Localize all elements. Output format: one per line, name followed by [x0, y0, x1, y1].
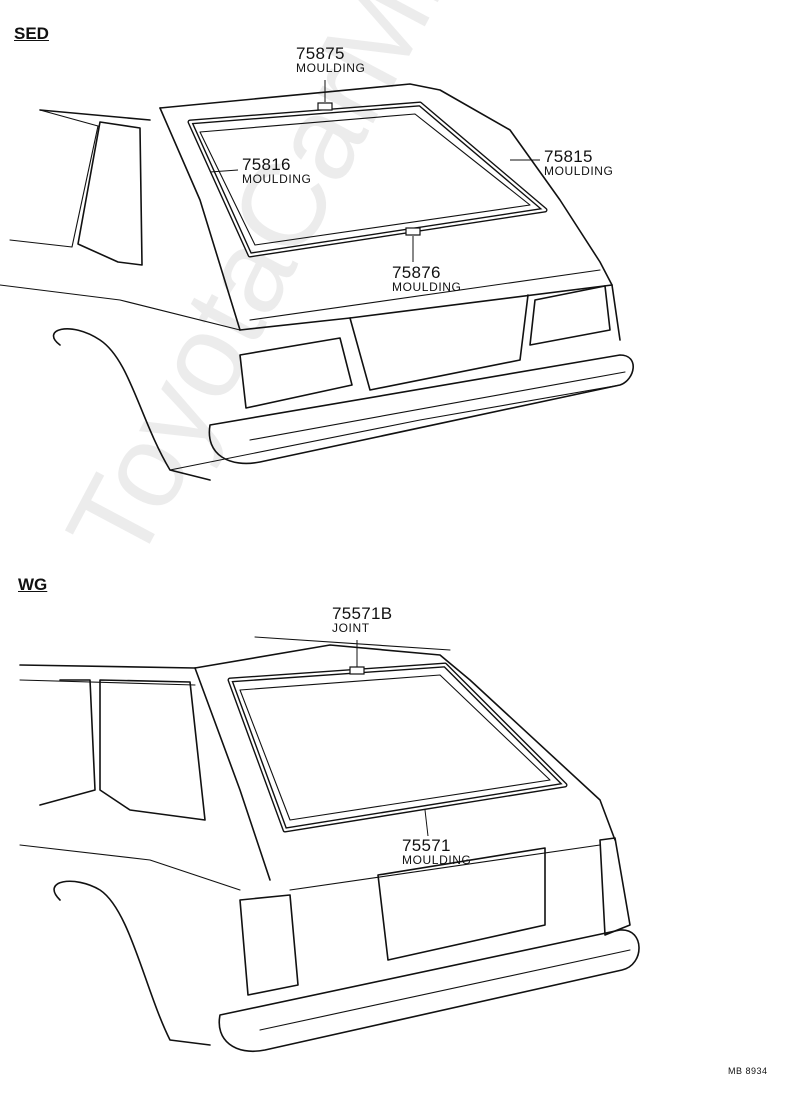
callout-75876: 75876 MOULDING — [392, 264, 461, 293]
wg-top-joint — [349, 666, 365, 675]
sed-back-window-glass — [199, 113, 531, 246]
leader-75571 — [424, 809, 429, 837]
wg-back-window-glass — [239, 674, 551, 821]
part-number: 75815 — [544, 147, 593, 166]
sed-roof-outline — [159, 83, 613, 286]
wg-tailgate-lower — [289, 844, 601, 891]
sed-tail-light-left — [239, 337, 353, 409]
wg-back-window-moulding-inner — [228, 663, 567, 832]
part-number: 75876 — [392, 263, 441, 282]
section-sed: SED — [14, 24, 49, 43]
sedan-drawing — [0, 80, 634, 481]
wg-roof-side-lower — [19, 679, 196, 686]
wagon-drawing — [19, 636, 640, 1052]
part-name: MOULDING — [402, 853, 472, 867]
wg-roof-outline — [194, 644, 616, 841]
sed-pillar-left — [159, 107, 241, 331]
sed-side-window-rear — [77, 121, 143, 266]
wg-rear-fender — [53, 880, 211, 1046]
sed-rear-fender — [52, 328, 211, 481]
reference-code: MB 8934 — [728, 1066, 768, 1076]
callout-75571b: 75571B JOINT — [332, 605, 392, 634]
wg-belt-line — [19, 844, 241, 891]
part-name: JOINT — [332, 621, 370, 635]
section-wg: WG — [18, 575, 48, 594]
wg-bumper-line — [259, 949, 631, 1031]
wg-side-window-mid — [39, 679, 96, 806]
wg-tail-light-left — [239, 894, 299, 996]
wg-roof-line-top — [254, 636, 451, 651]
part-name: MOULDING — [392, 280, 462, 294]
callout-75571: 75571 MOULDING — [402, 837, 471, 866]
wg-side-window-rear — [99, 679, 206, 821]
part-number: 75571B — [332, 604, 393, 623]
wg-pillar-left — [194, 667, 271, 881]
callout-75815: 75815 MOULDING — [544, 148, 613, 177]
part-name: MOULDING — [242, 172, 312, 186]
sed-belt-line — [0, 284, 241, 331]
sed-roof-side — [39, 109, 151, 121]
sed-bottom-joint — [405, 227, 421, 236]
sed-trunk-line — [239, 284, 621, 341]
callout-75816: 75816 MOULDING — [242, 156, 311, 185]
wg-bumper — [218, 929, 640, 1052]
wg-tail-light-right — [599, 837, 631, 936]
part-name: MOULDING — [544, 164, 614, 178]
callout-75875: 75875 MOULDING — [296, 45, 365, 74]
part-name: MOULDING — [296, 61, 366, 75]
part-number: 75875 — [296, 44, 345, 63]
sed-bumper — [208, 354, 634, 465]
part-number: 75571 — [402, 836, 451, 855]
sed-trunk-lower — [249, 269, 601, 321]
wg-back-window-moulding — [227, 662, 568, 833]
sed-license-recess — [349, 294, 529, 391]
sed-body-bottom — [169, 384, 621, 471]
leader-75816 — [209, 169, 239, 173]
sed-top-joint — [317, 102, 333, 111]
sed-bumper-line — [249, 371, 626, 441]
sed-side-window-front — [9, 109, 99, 248]
sed-back-window-moulding-inner — [188, 102, 547, 257]
part-number: 75816 — [242, 155, 291, 174]
sed-tail-light-right — [529, 285, 611, 346]
wg-tailgate-panel — [377, 847, 546, 961]
wg-roof-side — [19, 664, 196, 669]
